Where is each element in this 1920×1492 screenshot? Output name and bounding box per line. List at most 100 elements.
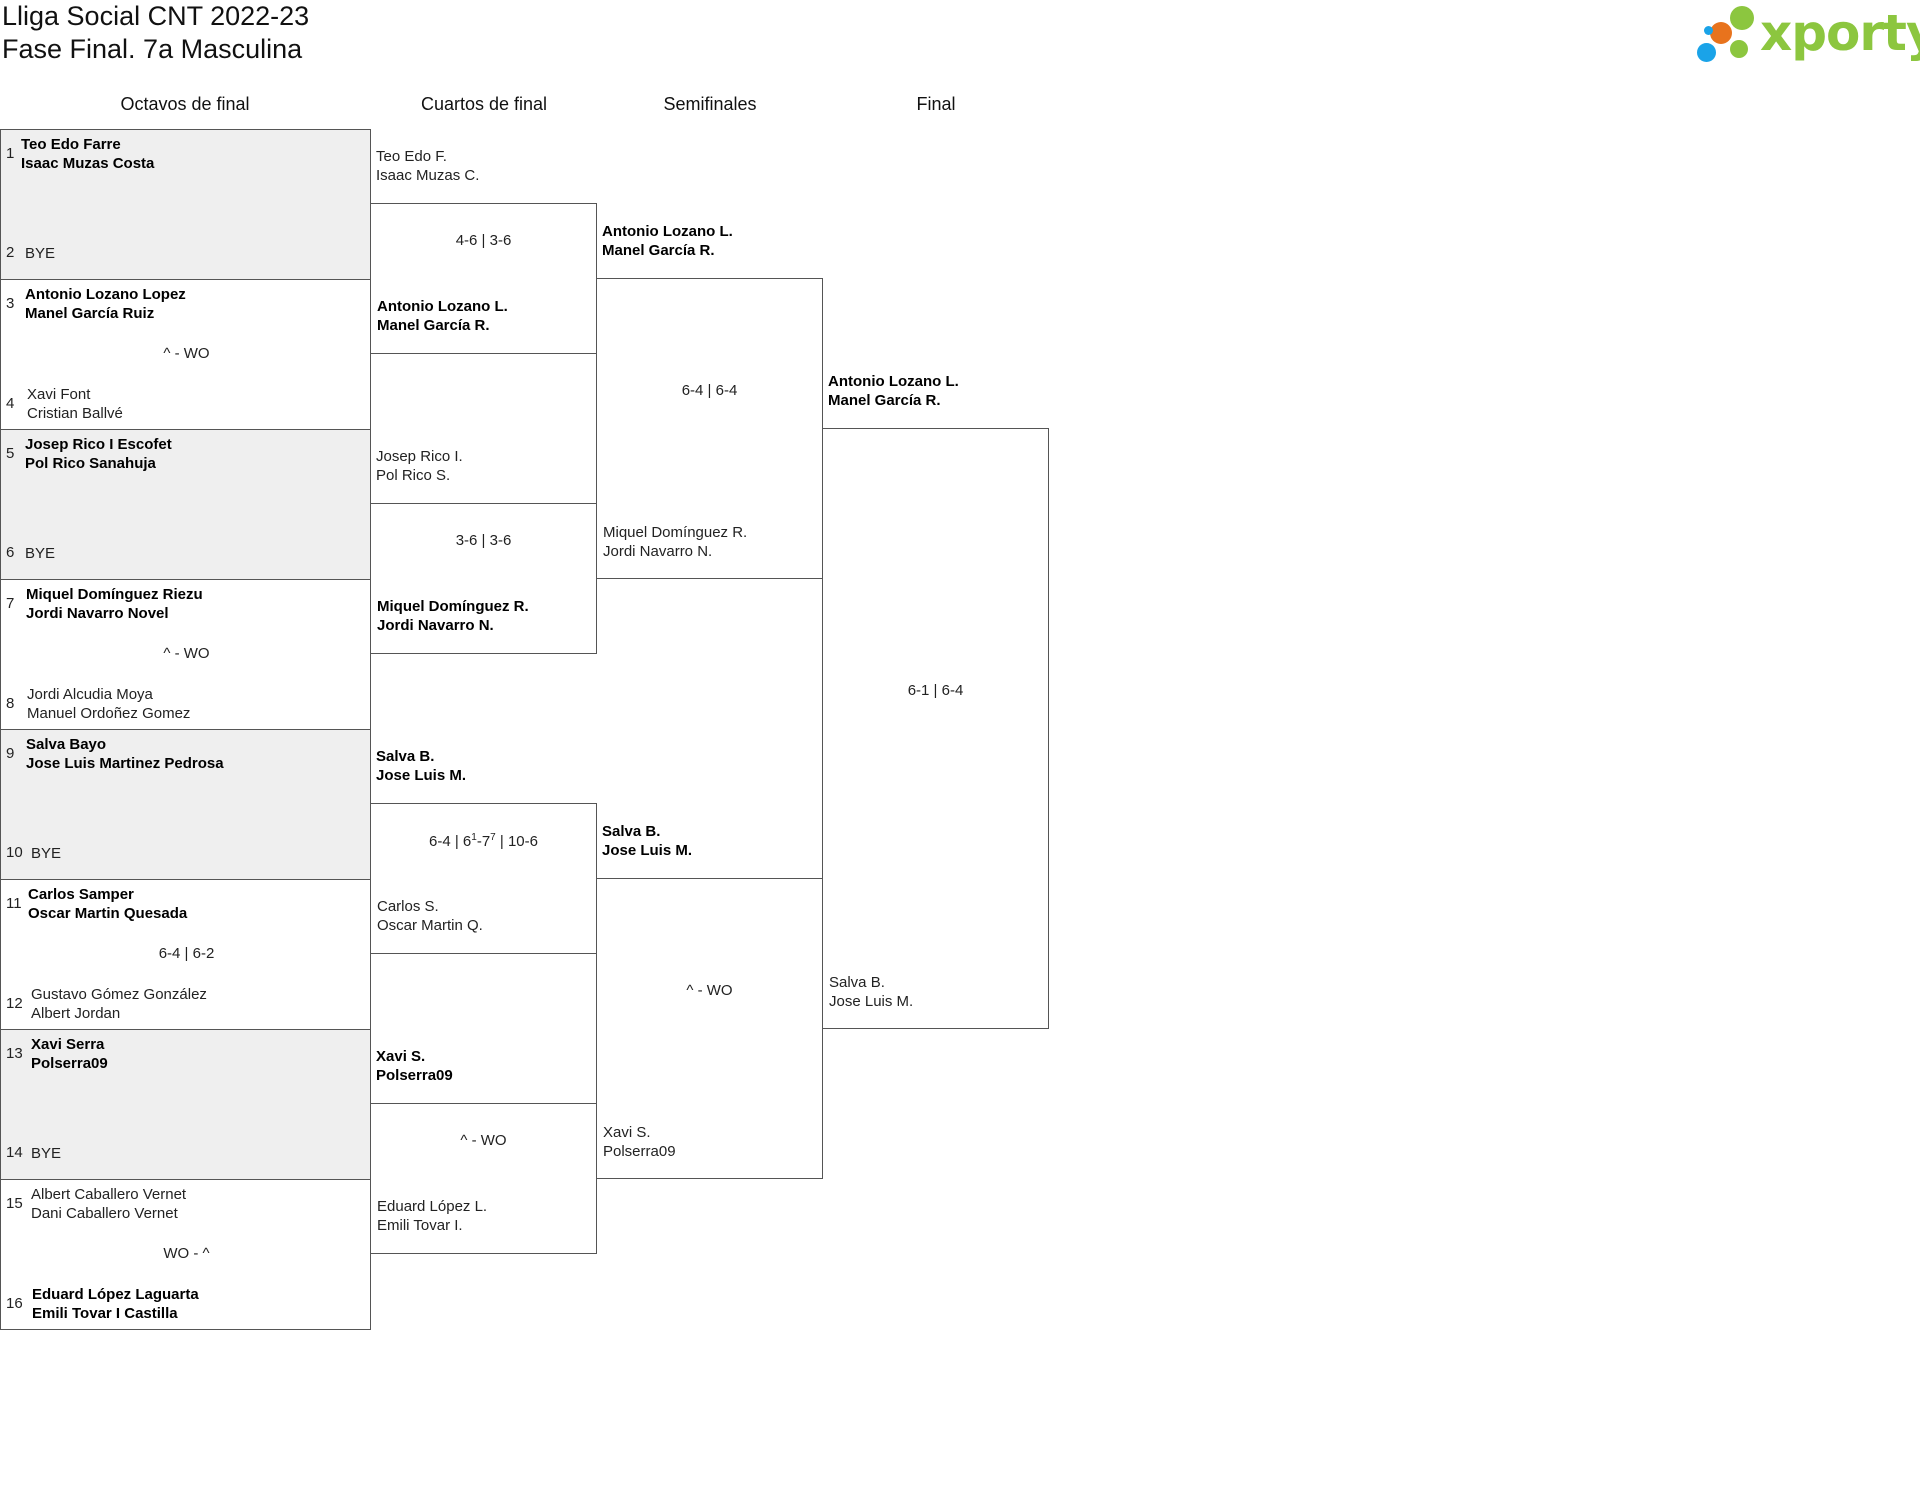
seed-number: 4 [6, 395, 15, 412]
player-name: Salva Bayo [26, 736, 107, 753]
player-name: BYE [31, 845, 62, 862]
match-score: 6-4 | 6-4 [681, 382, 738, 399]
player-name: Albert Jordan [31, 1005, 121, 1022]
player-name: Isaac Muzas Costa [21, 155, 155, 172]
player-name: Jordi Navarro N. [377, 617, 494, 634]
logo-dot-blue-icon [1697, 43, 1716, 62]
qf-3-team-b[interactable]: Carlos S.Oscar Martin Q. [377, 897, 483, 935]
match-score: ^ - WO [163, 345, 210, 362]
player-name: Albert Caballero Vernet [31, 1186, 187, 1203]
player-name: Manel García Ruiz [25, 305, 155, 322]
player-name: Carlos S. [377, 898, 439, 915]
player-name: Salva B. [602, 823, 661, 840]
player-name: Jose Luis M. [602, 842, 693, 859]
player-name: Isaac Muzas C. [376, 167, 480, 184]
match-score: 3-6 | 3-6 [455, 532, 512, 549]
player-name: Eduard López Laguarta [32, 1286, 199, 1303]
seed-number: 12 [6, 995, 23, 1012]
player-name: Eduard López L. [377, 1198, 488, 1215]
seed-number: 10 [6, 844, 23, 861]
match-score: ^ - WO [686, 982, 733, 999]
final-match: 6-1 | 6-4 Salva B.Jose Luis M. [822, 428, 1049, 1029]
player-name: Josep Rico I Escofet [25, 436, 172, 453]
seed-number: 7 [6, 595, 15, 612]
final-team-b[interactable]: Salva B.Jose Luis M. [829, 973, 913, 1011]
sf-2-team-b[interactable]: Xavi S.Polserra09 [603, 1123, 676, 1161]
player-name: Dani Caballero Vernet [31, 1205, 178, 1222]
player-name: Polserra09 [376, 1067, 453, 1084]
qf-match-4: ^ - WO Eduard López L.Emili Tovar I. [370, 1103, 597, 1254]
page-title: Lliga Social CNT 2022-23 [2, 1, 310, 31]
player-name: Jose Luis M. [376, 767, 467, 784]
player-name: Manel García R. [828, 392, 941, 409]
player-name: Manuel Ordoñez Gomez [27, 705, 191, 722]
match-score: ^ - WO [163, 645, 210, 662]
player-name: Antonio Lozano L. [828, 373, 959, 390]
logo-dot-green-small-icon [1730, 40, 1748, 58]
player-name: Emili Tovar I Castilla [32, 1305, 178, 1322]
logo-text: xporty [1760, 4, 1920, 62]
player-name: Antonio Lozano L. [602, 223, 733, 240]
player-name: Manel García R. [602, 242, 715, 259]
tiebreak-score: 7 [490, 832, 496, 843]
seed-number: 6 [6, 544, 15, 561]
qf-3-team-a[interactable]: Salva B.Jose Luis M. [376, 747, 466, 785]
player-name: Polserra09 [603, 1143, 676, 1160]
qf-2-team-b[interactable]: Miquel Domínguez R. Jordi Navarro N. [377, 597, 529, 635]
player-name: Jordi Navarro N. [603, 543, 713, 560]
player-name: BYE [31, 1145, 62, 1162]
qf-match-2: 3-6 | 3-6 Miquel Domínguez R. Jordi Navar… [370, 503, 597, 654]
player-name: Manel García R. [377, 317, 490, 334]
qf-2-team-a[interactable]: Josep Rico I.Pol Rico S. [376, 447, 463, 485]
sf-match-2: ^ - WO Xavi S.Polserra09 [596, 878, 823, 1179]
score-part: -7 [476, 833, 491, 850]
match-score: 6-4 | 61-77 | 10-6 [371, 832, 596, 850]
tiebreak-score: 1 [471, 832, 477, 843]
seed-number: 2 [6, 244, 15, 261]
match-score: ^ - WO [460, 1132, 507, 1149]
player-name: Jordi Navarro Novel [26, 605, 169, 622]
seed-number: 5 [6, 445, 15, 462]
sf-2-team-a[interactable]: Salva B. Jose Luis M. [602, 822, 692, 860]
round-header-sf: Semifinales [663, 94, 757, 114]
qf-4-team-b[interactable]: Eduard López L.Emili Tovar I. [377, 1197, 487, 1235]
player-name: Antonio Lozano L. [377, 298, 508, 315]
sf-1-team-b[interactable]: Miquel Domínguez R. Jordi Navarro N. [603, 523, 747, 561]
xporty-logo[interactable]: xporty [1690, 0, 1920, 70]
seed-number: 15 [6, 1195, 23, 1212]
player-name: Xavi Serra [31, 1036, 105, 1053]
logo-dot-blue-small-icon [1704, 26, 1713, 35]
player-name: Gustavo Gómez González [31, 986, 207, 1003]
sf-match-1: 6-4 | 6-4 Miquel Domínguez R. Jordi Navar… [596, 278, 823, 579]
seed-number: 14 [6, 1144, 23, 1161]
qf-1-team-a[interactable]: Teo Edo F.Isaac Muzas C. [376, 147, 479, 185]
sf-1-team-a[interactable]: Antonio Lozano L. Manel García R. [602, 222, 733, 260]
r16-team-b: BYE [31, 1144, 61, 1163]
qf-4-team-a[interactable]: Xavi S. Polserra09 [376, 1047, 453, 1085]
final-team-a[interactable]: Antonio Lozano L. Manel García R. [828, 372, 959, 410]
player-name: Miquel Domínguez R. [603, 524, 748, 541]
qf-1-team-b[interactable]: Antonio Lozano L. Manel García R. [377, 297, 508, 335]
r16-team-b: BYE [25, 244, 55, 263]
player-name: Xavi S. [376, 1048, 426, 1065]
player-name: Miquel Domínguez R. [377, 598, 529, 615]
